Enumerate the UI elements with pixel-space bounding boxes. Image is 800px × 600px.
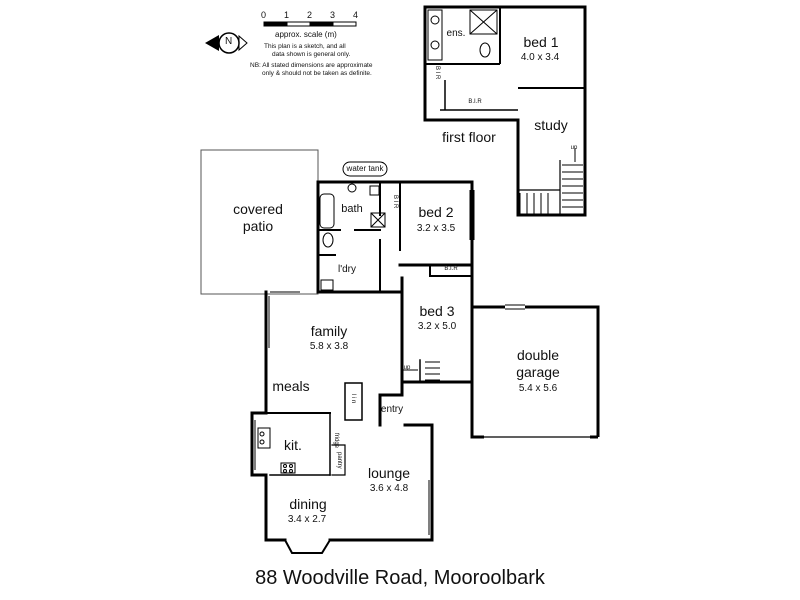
ensuite-fixtures [427,9,498,61]
scale-tick-0: 0 [261,10,267,20]
bed3-bir: B.I.R [444,266,458,272]
sketch-note-line-1: This plan is a sketch, and all [264,43,346,50]
compass-letter: N [225,36,233,47]
water-tank-label: water tank [346,164,384,173]
bed2-name: bed 2 [418,204,454,220]
family-name: family [310,323,348,339]
dining-dim: 3.4 x 2.7 [287,514,327,525]
kitchen-label: kit. [284,437,302,453]
laundry-label: l'dry [337,264,357,275]
dining-name: dining [289,496,327,512]
bed1-name: bed 1 [523,34,559,50]
garage-dim: 5.4 x 5.6 [518,383,558,394]
lounge-name: lounge [367,465,411,481]
bed2-dim: 3.2 x 3.5 [416,223,456,234]
linen-label: l i n [350,394,356,404]
kitchen-fixtures [257,427,296,474]
ground-stair-up: up [403,365,411,371]
study-label: study [534,117,568,133]
lounge-dim: 3.6 x 4.8 [369,483,409,494]
address-caption: 88 Woodville Road, Mooroolbark [255,567,545,589]
bed3-name: bed 3 [419,303,455,319]
meals-label: meals [272,378,310,394]
scale-tick-1: 1 [284,10,290,20]
first-floor-walls [423,5,587,217]
bath-label: bath [341,203,363,215]
bed1-bir-vertical: B I R [434,66,440,80]
bed1-bir-horizontal: B.I.R [468,99,482,105]
entry-label: entry [380,404,404,415]
scale-bar [263,21,357,27]
north-arrow-icon [205,32,248,54]
bath-fixtures [319,183,386,291]
bed3-dim: 3.2 x 5.0 [417,321,457,332]
window-marks [251,190,475,535]
scale-tick-2: 2 [307,10,313,20]
scale-tick-3: 3 [330,10,336,20]
ensuite-label: ens. [446,28,466,39]
garage-label-2: garage [516,364,560,380]
first-floor-stair-up: up [570,145,578,151]
garage-walls [470,304,600,439]
water-tank-outline [342,161,388,177]
first-floor-stairs [519,148,583,214]
scale-tick-4: 4 [353,10,359,20]
nb-note-line-1: NB: All stated dimensions are approximat… [250,62,373,69]
garage-label-1: double [516,347,560,363]
family-dim: 5.8 x 3.8 [309,341,349,352]
bed2-bir: B I R [392,195,398,209]
nb-note-line-2: only & should not be taken as definite. [262,70,372,77]
pantry-label: pantry [336,452,342,469]
ground-floor-stairs [402,361,440,381]
scale-label: approx. scale (m) [275,30,337,39]
fridge-label: fridge [333,433,339,449]
ground-floor-walls [250,180,474,554]
first-floor-label: first floor [442,129,496,145]
bed1-dim: 4.0 x 3.4 [520,52,560,63]
covered-patio-label-1: covered [233,201,283,217]
sketch-note-line-2: data shown is general only. [272,51,351,58]
covered-patio-label-2: patio [242,218,274,234]
